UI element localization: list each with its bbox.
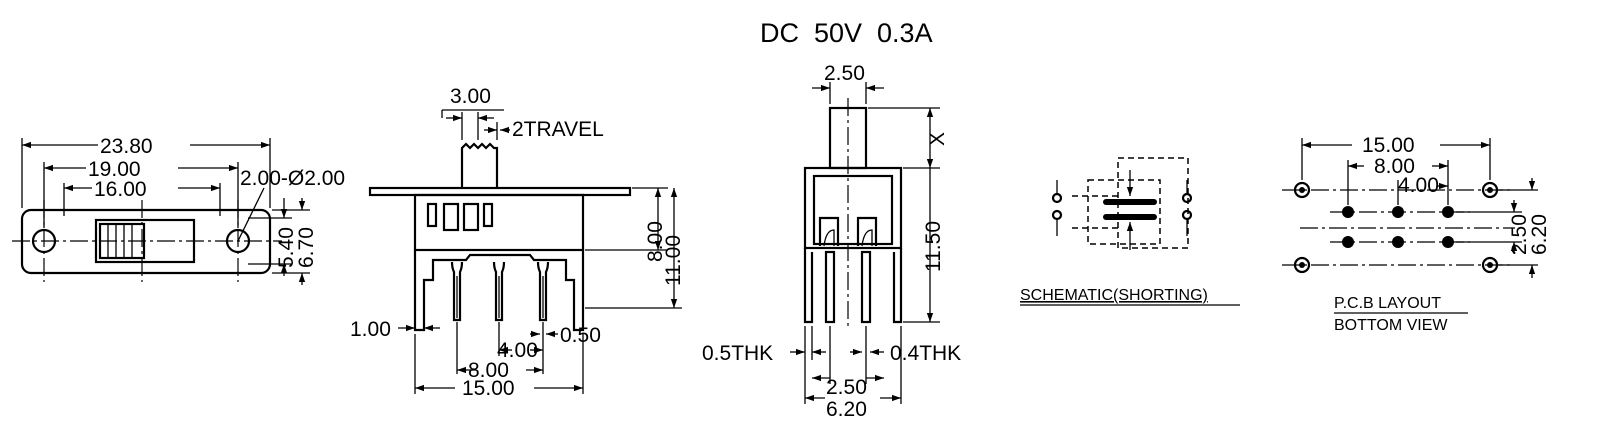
dim-holes: 2.00-Ø2.00 xyxy=(240,167,345,190)
pcb-dim-mount-spacing: 15.00 xyxy=(1362,134,1415,157)
dim-hole-spacing: 19.00 xyxy=(88,158,141,181)
dim-overall-width: 23.80 xyxy=(100,135,153,158)
dim-height-body: 8.00 xyxy=(644,221,667,262)
side-terminals xyxy=(450,261,550,322)
dim-pitch: 4.00 xyxy=(497,339,538,362)
rating-label: DC 50V 0.3A xyxy=(760,18,933,48)
dim-mount-width: 15.00 xyxy=(462,377,515,400)
side-body xyxy=(413,193,585,252)
dim-end-knob-width: 2.50 xyxy=(824,62,865,85)
pcb-dim-row-spacing: 2.50 xyxy=(1508,214,1531,255)
dim-travel: 2TRAVEL xyxy=(512,118,604,141)
end-body xyxy=(803,166,903,250)
schematic-caption: SCHEMATIC(SHORTING) xyxy=(1020,287,1208,304)
dim-pitch-double: 8.00 xyxy=(468,359,509,382)
dim-body-width: 16.00 xyxy=(94,178,147,201)
dim-terminal-offset: 1.00 xyxy=(350,318,391,341)
slider-window xyxy=(94,218,196,264)
dim-end-height: 11.50 xyxy=(922,221,945,272)
slider-knob xyxy=(98,222,146,260)
dim-height-total: 11.00 xyxy=(662,235,685,286)
end-view: 2.50 X 11.50 0.5THK 0.4THK 2.50 6.20 xyxy=(702,62,961,421)
pcb-caption-2: BOTTOM VIEW xyxy=(1334,317,1448,334)
side-view: 3.00 2TRAVEL 8.00 11.00 1.00 0.50 4.00 8… xyxy=(350,85,685,400)
end-terminal-left xyxy=(824,250,836,324)
pcb-mount-holes xyxy=(1293,181,1499,274)
dim-terminal-thk: 0.4THK xyxy=(890,342,961,365)
pcb-caption-1: P.C.B LAYOUT xyxy=(1334,295,1441,312)
pcb-dim-mount-rows: 6.20 xyxy=(1528,214,1551,255)
front-view: 23.80 19.00 16.00 2.00-Ø2.00 5.40 6.70 xyxy=(12,135,345,285)
dim-end-width: 6.20 xyxy=(826,398,867,421)
mount-hole-right xyxy=(225,228,251,254)
dim-knob-width: 3.00 xyxy=(450,85,491,108)
end-terminal-right xyxy=(860,250,872,324)
pcb-pins xyxy=(1342,206,1454,248)
dim-height-outer: 6.70 xyxy=(295,227,318,268)
dim-terminal-spacing: 2.50 xyxy=(826,376,867,399)
side-knob xyxy=(460,142,499,188)
dim-x: X xyxy=(926,132,949,146)
dim-frame-thickness: 0.5THK xyxy=(702,342,773,365)
dim-height-inner: 5.40 xyxy=(275,227,298,268)
pcb-dim-outer-pins: 8.00 xyxy=(1374,155,1415,178)
contact-bar-top xyxy=(1103,199,1157,205)
schematic: SCHEMATIC(SHORTING) xyxy=(1020,157,1240,306)
mount-hole-left xyxy=(31,228,57,254)
pcb-dim-pitch: 4.00 xyxy=(1398,174,1439,197)
dim-terminal-thickness: 0.50 xyxy=(560,324,601,347)
contact-bar-bottom xyxy=(1103,214,1157,220)
pcb-layout: 15.00 8.00 4.00 2.50 6.20 P.C.B LAYOUT B… xyxy=(1282,134,1551,334)
